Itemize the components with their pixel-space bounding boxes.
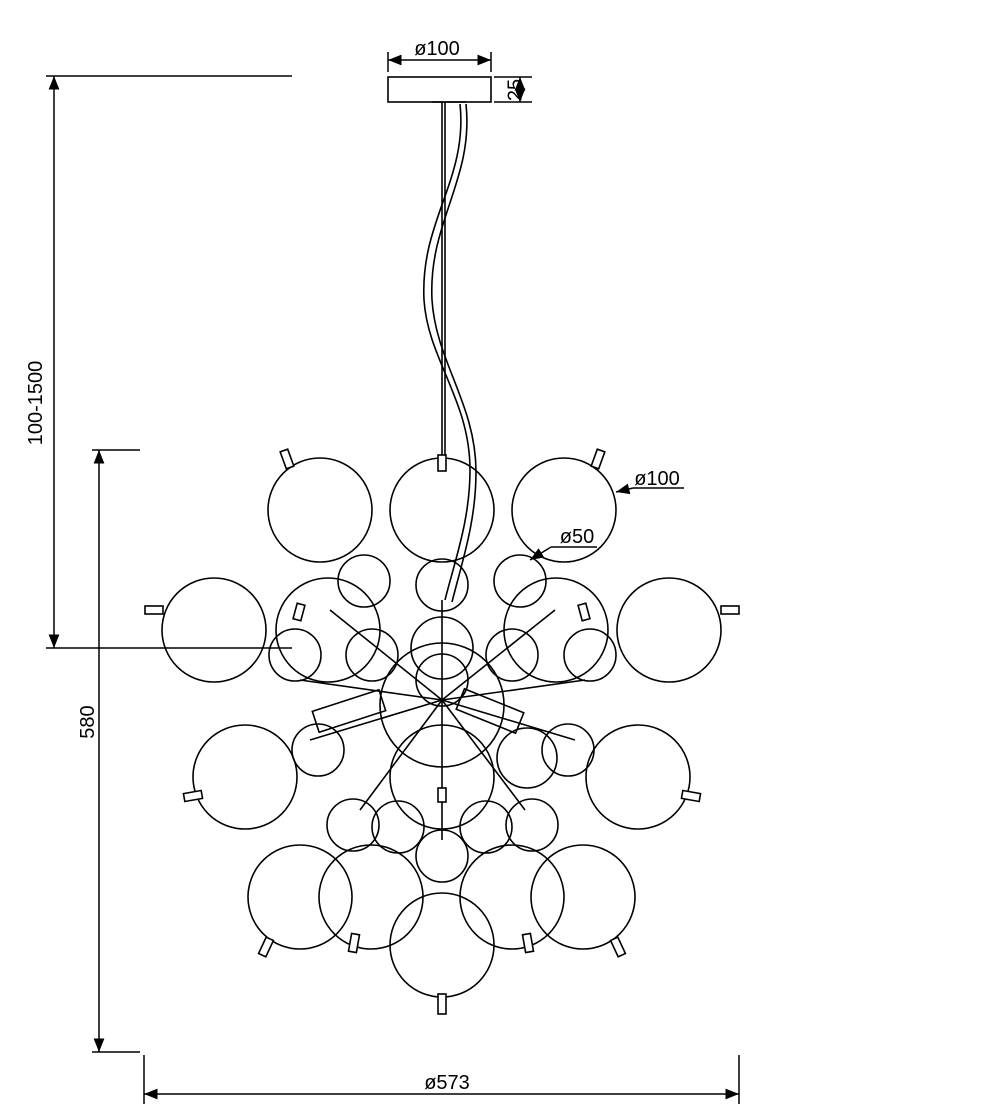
canopy-height-dimension: 25 (494, 76, 532, 103)
large-globes (161, 457, 722, 998)
fixture-diameter-dimension: ø573 (143, 1055, 740, 1104)
small-globe (415, 829, 469, 883)
small-globe (415, 653, 469, 707)
large-globe-label: ø100 (634, 468, 680, 490)
large-globe (267, 457, 373, 563)
large-globe (275, 577, 381, 683)
suspension-cable (423, 102, 477, 603)
small-globe-callout: ø50 (529, 526, 597, 561)
canopy-diameter-dimension: ø100 (387, 38, 492, 72)
small-globe (496, 727, 558, 789)
socket-right (455, 687, 525, 735)
globe-caps (144, 448, 740, 1015)
large-globe (247, 844, 353, 950)
canopy (387, 76, 492, 103)
large-globe (530, 844, 636, 950)
suspension-length-dimension: 100-1500 (25, 75, 292, 649)
small-globe (485, 628, 539, 682)
canopy-height-label: 25 (504, 79, 526, 101)
large-globe (585, 724, 691, 830)
socket-left (311, 688, 387, 734)
canopy-diameter-label: ø100 (414, 38, 460, 60)
large-globe (192, 724, 298, 830)
small-globe (505, 798, 559, 852)
large-globe (389, 724, 495, 830)
small-globe (459, 800, 513, 854)
large-globe (161, 577, 267, 683)
fixture-diameter-label: ø573 (424, 1072, 470, 1094)
small-globe-label: ø50 (560, 526, 594, 548)
small-globe (415, 558, 469, 612)
small-globe (563, 628, 617, 682)
small-globe (345, 628, 399, 682)
large-globe (616, 577, 722, 683)
large-globe-callout: ø100 (615, 468, 684, 495)
small-globe (493, 554, 547, 608)
fixture-height-dimension: 580 (77, 449, 140, 1053)
suspension-length-label: 100-1500 (25, 361, 47, 446)
fixture-height-label: 580 (77, 705, 99, 738)
small-globe (326, 798, 380, 852)
large-globe (511, 457, 617, 563)
small-globes (268, 554, 617, 883)
large-globe (459, 844, 565, 950)
large-globe (389, 892, 495, 998)
small-globe (410, 616, 474, 680)
arms (299, 600, 586, 840)
fixture-body (144, 448, 740, 1015)
large-globe (503, 577, 609, 683)
large-globe (389, 457, 495, 563)
small-globe (291, 723, 345, 777)
small-globe (268, 628, 322, 682)
large-globe (318, 844, 424, 950)
small-globe (337, 554, 391, 608)
